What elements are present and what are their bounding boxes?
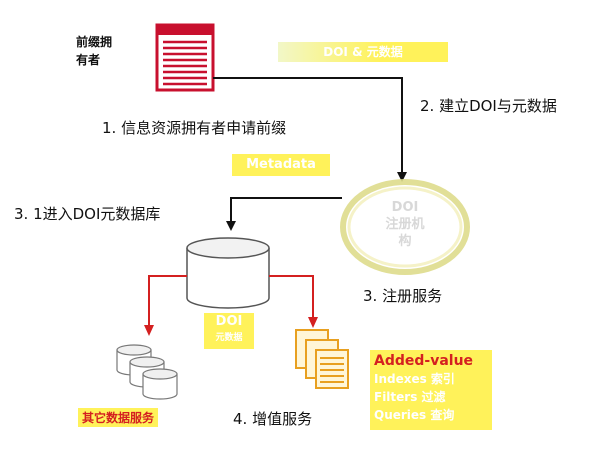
other-services-label: 其它数据服务: [78, 408, 159, 427]
registry-label: DOI 注册机 构: [385, 200, 425, 249]
other-databases-icon: [116, 344, 178, 400]
step1-label: 1. 信息资源拥有者申请前缀: [102, 119, 287, 137]
db-to-other-services-arrow: [148, 275, 187, 328]
step31-label: 3. 1进入DOI元数据库: [14, 205, 161, 223]
doi-db-label: DOI 元数据: [204, 313, 254, 349]
doi-metadata-badge: DOI & 元数据: [278, 42, 448, 62]
registry-oval: [340, 179, 470, 275]
added-value-box: Added-value Indexes 索引 Filters 过滤 Querie…: [370, 350, 492, 430]
added-value-item-indexes: Indexes 索引: [374, 372, 455, 386]
step2-label: 2. 建立DOI与元数据: [420, 97, 557, 115]
added-value-title: Added-value: [374, 353, 474, 369]
step3-label: 3. 注册服务: [363, 287, 443, 305]
owner-label: 前缀拥 有者: [76, 35, 113, 67]
added-value-item-queries: Queries 查询: [374, 408, 455, 422]
step4-label: 4. 增值服务: [233, 410, 313, 428]
added-value-item-filters: Filters 过滤: [374, 390, 446, 404]
registry-to-db-arrow: [230, 197, 342, 224]
added-value-documents-icon: [295, 329, 349, 389]
owner-document-icon: [155, 23, 215, 92]
owner-to-registry-arrow: [213, 77, 403, 176]
doi-database-icon: [186, 237, 270, 309]
db-to-added-value-arrow: [269, 275, 314, 320]
metadata-badge: Metadata: [232, 154, 330, 176]
